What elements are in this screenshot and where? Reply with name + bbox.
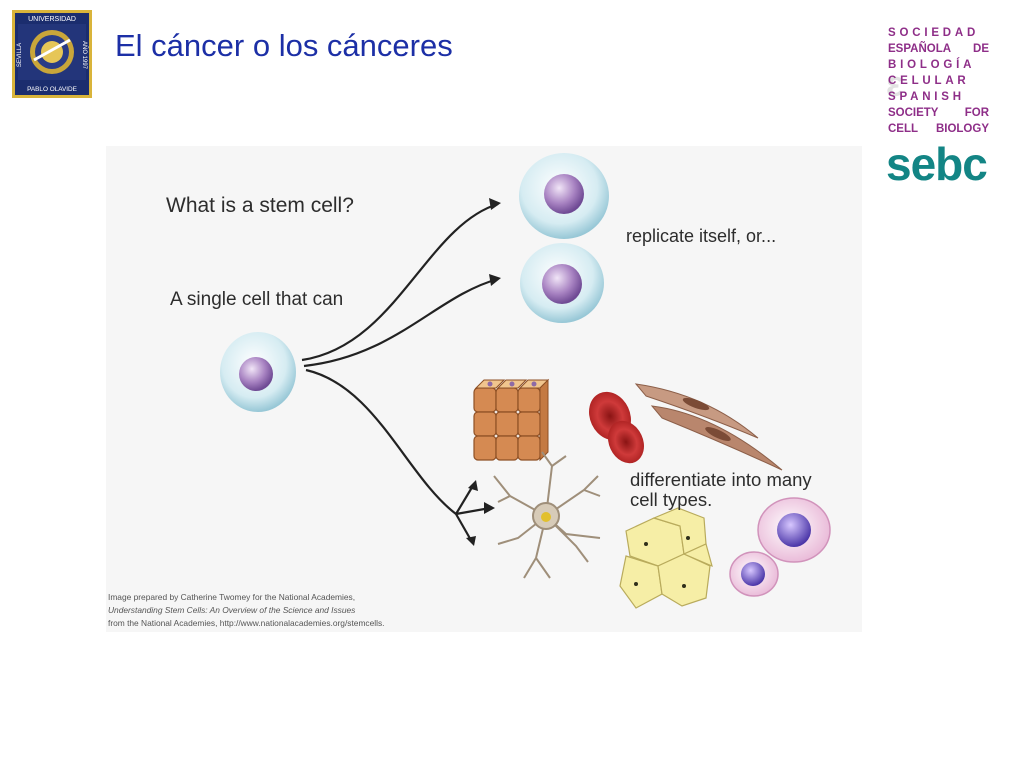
figure-differentiate-line2: cell types. xyxy=(630,489,713,510)
sebc-mark: sebc xyxy=(886,138,988,190)
arrowhead-4 xyxy=(484,502,495,514)
sebc-line-7: CELL BIOLOGY xyxy=(888,123,989,135)
univ-right-text: AÑO 1997 xyxy=(81,41,88,70)
figure-credit-line-1: Image prepared by Catherine Twomey for t… xyxy=(108,592,356,602)
arrow-to-differentiate xyxy=(305,368,457,515)
figure-subject: A single cell that can xyxy=(170,289,344,310)
univ-left-text: SEVILLA xyxy=(17,43,23,67)
arrowhead-3 xyxy=(468,480,478,491)
arrow-to-replicate-top xyxy=(301,202,499,362)
replicated-cell-top xyxy=(519,153,609,239)
neuron-cell xyxy=(493,451,601,579)
university-logo: UNIVERSIDAD SEVILLA AÑO 1997 PABLO OLAVI… xyxy=(12,10,92,98)
sebc-line-1: SOCIEDAD xyxy=(888,27,980,39)
arrowhead-1 xyxy=(489,198,501,210)
sebc-line-2: ESPAÑOLA DE xyxy=(888,43,989,55)
arrow-to-replicate-bottom xyxy=(303,277,499,368)
figure-credit-line-2: Understanding Stem Cells: An Overview of… xyxy=(108,605,356,615)
epithelial-cells xyxy=(473,378,550,462)
muscle-cells xyxy=(634,383,783,471)
sebc-line-5: SPANISH xyxy=(888,91,965,103)
arrowhead-5 xyxy=(466,536,476,546)
sebc-line-3: BIOLOGÍA xyxy=(888,59,976,71)
figure-replicate-label: replicate itself, or... xyxy=(626,226,777,246)
arrow-branch-down xyxy=(455,513,473,543)
arrowhead-2 xyxy=(489,274,501,286)
sebc-logo: ε SOCIEDAD ESPAÑOLA DE BIOLOGÍA CELULAR … xyxy=(886,27,989,190)
fat-cells xyxy=(619,507,713,609)
white-blood-cells xyxy=(729,497,831,597)
arrows xyxy=(301,202,499,543)
stem-cell-figure: What is a stem cell? A single cell that … xyxy=(106,146,862,632)
figure-differentiate-line1: differentiate into many xyxy=(630,469,812,490)
arrow-branch-up xyxy=(455,483,475,515)
univ-bottom-text: PABLO OLAVIDE xyxy=(27,86,77,93)
slide-title: El cáncer o los cánceres xyxy=(115,28,453,63)
figure-credit-line-3: from the National Academies, http://www.… xyxy=(108,618,385,628)
replicated-cell-bottom xyxy=(520,243,604,323)
univ-top-text: UNIVERSIDAD xyxy=(28,16,76,23)
figure-question: What is a stem cell? xyxy=(166,194,354,217)
red-blood-cells xyxy=(589,391,644,464)
sebc-line-6: SOCIETY FOR xyxy=(888,107,989,119)
sebc-line-4: CELULAR xyxy=(888,75,970,87)
stem-cell xyxy=(220,332,296,412)
